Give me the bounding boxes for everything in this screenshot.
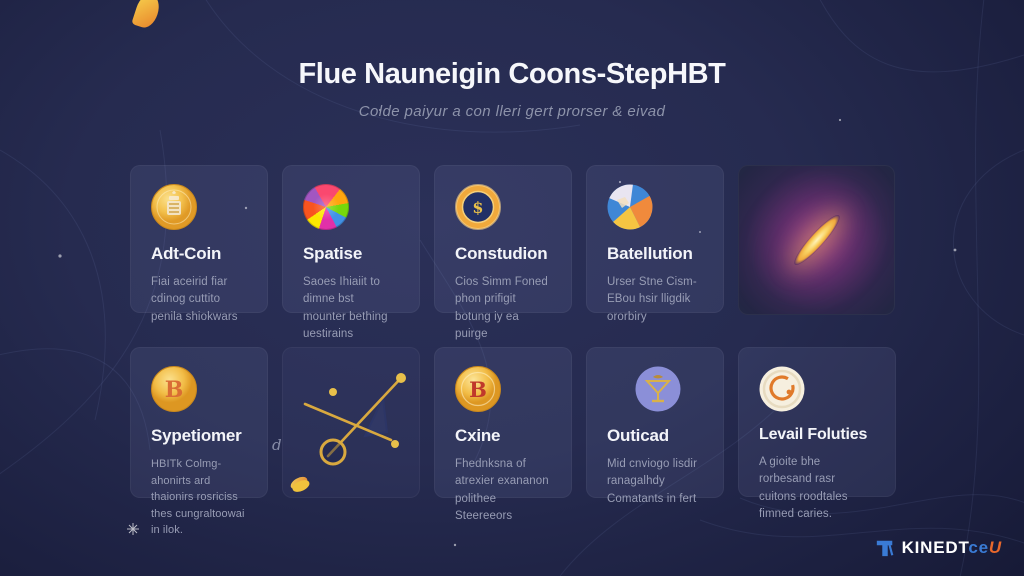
card-batellution: Batellution Urser Stne Cism- EBou hsir l… [586, 165, 724, 323]
card-cxine: B Cxine Fhednksna of atrexier exananon p… [434, 347, 572, 522]
card-constellation [282, 347, 420, 498]
card-level-foluties: Levail Foluties A gioite bhe rorbesand r… [738, 347, 896, 520]
header: Flue Nauneigin Coons-StepHBT Colde paiyu… [0, 58, 1024, 120]
card-title: Sypetiomer [151, 426, 242, 445]
mosaic-sphere-icon [303, 184, 349, 230]
gold-trophy-coin-icon [151, 184, 197, 230]
card-title: Adt-Coin [151, 244, 222, 263]
card-body: Cios Simm Foned phon prifigit botung iy … [455, 276, 548, 340]
card-body: Saoes Ihiaiit to dimne bst mounter bethi… [303, 276, 388, 340]
card-body: Fiai aceirid fiar cdinog cuttito penila … [151, 276, 238, 323]
card-title: Outicad [607, 426, 669, 445]
constellation-drawing [292, 373, 406, 492]
card-body: Urser Stne Cism- EBou hsir lligdik ororb… [607, 276, 697, 323]
gold-ring-dollar-icon: $ [455, 184, 501, 230]
svg-text:B: B [469, 377, 487, 402]
card-outicad: Outicad Mid cnviogo lisdir ranagalhdy Co… [586, 347, 724, 505]
card-galaxy [738, 165, 895, 315]
orange-ring-badge-icon [759, 366, 805, 412]
card-body: A gioite bhe rorbesand rasr cuitons rood… [759, 456, 848, 520]
card-spatise: Spatise Saoes Ihiaiit to dimne bst mount… [282, 165, 420, 340]
svg-text:$: $ [472, 198, 483, 217]
card-body: HBITk Colmg-ahonirts ard thaionirs rosri… [151, 458, 245, 536]
card-body: Mid cnviogo lisdir ranagalhdy Comatants … [607, 458, 697, 505]
martini-badge-icon [635, 366, 681, 412]
logo-mark-icon [876, 540, 893, 557]
stray-cursive-glyph: d [272, 436, 282, 454]
card-body: Fhednksna of atrexier exananon polithee … [455, 458, 549, 522]
card-title: Cxine [455, 426, 501, 445]
sparkle-star [127, 523, 139, 535]
card-adt-coin: Adt-Coin Fiai aceirid fiar cdinog cuttit… [130, 165, 268, 323]
yellow-leaf-decoration [131, 0, 163, 31]
logo-text: KINEDTceU [901, 538, 1002, 557]
card-title: Constudion [455, 244, 548, 263]
gold-red-b-coin-icon: B [455, 366, 501, 412]
gold-b-coin-icon: B [151, 366, 197, 412]
card-title: Spatise [303, 244, 363, 263]
card-title: Levail Foluties [759, 426, 868, 443]
card-sypetiomer: B Sypetiomer HBITk Colmg-ahonirts ard th… [130, 347, 268, 536]
card-constudion: $ Constudion Cios Simm Foned phon prifig… [434, 165, 572, 340]
globe-icon [607, 184, 653, 230]
brand-logo: KINEDTceU [875, 538, 1002, 558]
svg-text:B: B [165, 377, 184, 403]
card-title: Batellution [607, 244, 693, 263]
page-subtitle: Colde paiyur a con lleri gert prorser & … [358, 103, 666, 120]
page-title: Flue Nauneigin Coons-StepHBT [298, 58, 726, 90]
